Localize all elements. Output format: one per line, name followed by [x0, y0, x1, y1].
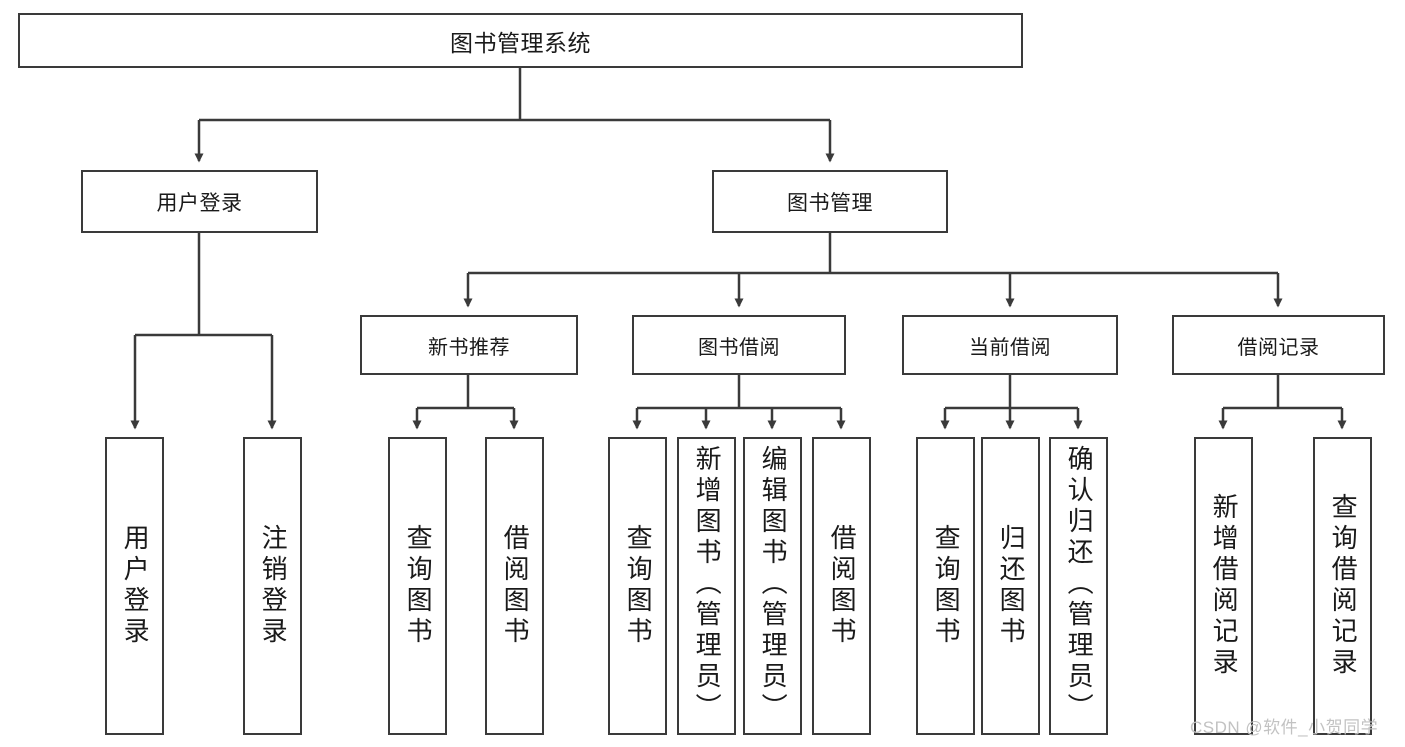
leaf-current-borrow-query[interactable]: 查询图书 [916, 437, 975, 735]
leaf-user-login-signout[interactable]: 注销登录 [243, 437, 302, 735]
node-borrow-record-label: 借阅记录 [1237, 336, 1320, 359]
leaf-book-borrow-edit[interactable]: 编辑图书（管理员） [743, 437, 802, 735]
leaf-current-borrow-query-label: 查询图书 [931, 524, 962, 648]
leaf-borrow-record-add[interactable]: 新增借阅记录 [1194, 437, 1253, 735]
node-book-management[interactable]: 图书管理 [712, 170, 948, 233]
node-new-book-recommend[interactable]: 新书推荐 [360, 315, 578, 375]
leaf-new-book-borrow[interactable]: 借阅图书 [485, 437, 544, 735]
leaf-book-borrow-borrow-label: 借阅图书 [827, 524, 858, 648]
node-book-management-label: 图书管理 [787, 191, 873, 215]
leaf-user-login-signout-label: 注销登录 [258, 524, 289, 648]
node-root-system[interactable]: 图书管理系统 [18, 13, 1023, 68]
leaf-borrow-record-query[interactable]: 查询借阅记录 [1313, 437, 1372, 735]
node-borrow-record[interactable]: 借阅记录 [1172, 315, 1385, 375]
leaf-current-borrow-confirm-label: 确认归还（管理员） [1064, 445, 1095, 724]
node-user-login-label: 用户登录 [156, 191, 243, 215]
leaf-new-book-borrow-label: 借阅图书 [500, 524, 531, 648]
node-current-borrow[interactable]: 当前借阅 [902, 315, 1118, 375]
node-current-borrow-label: 当前借阅 [969, 336, 1051, 359]
leaf-book-borrow-query-label: 查询图书 [623, 524, 654, 648]
leaf-borrow-record-add-label: 新增借阅记录 [1209, 493, 1240, 679]
leaf-current-borrow-confirm[interactable]: 确认归还（管理员） [1049, 437, 1108, 735]
leaf-borrow-record-query-label: 查询借阅记录 [1328, 493, 1359, 679]
leaf-user-login-signin[interactable]: 用户登录 [105, 437, 164, 735]
node-book-borrow[interactable]: 图书借阅 [632, 315, 846, 375]
node-new-book-recommend-label: 新书推荐 [428, 336, 510, 359]
node-book-borrow-label: 图书借阅 [698, 336, 780, 359]
leaf-current-borrow-return[interactable]: 归还图书 [981, 437, 1040, 735]
leaf-current-borrow-return-label: 归还图书 [996, 524, 1027, 648]
node-user-login[interactable]: 用户登录 [81, 170, 318, 233]
leaf-book-borrow-add[interactable]: 新增图书（管理员） [677, 437, 736, 735]
leaf-book-borrow-edit-label: 编辑图书（管理员） [758, 445, 789, 724]
leaf-book-borrow-add-label: 新增图书（管理员） [692, 445, 723, 724]
leaf-new-book-query-label: 查询图书 [403, 524, 434, 648]
csdn-watermark: CSDN @软件_小贺同学 [1190, 718, 1379, 737]
node-root-system-label: 图书管理系统 [450, 29, 591, 56]
leaf-book-borrow-query[interactable]: 查询图书 [608, 437, 667, 735]
leaf-new-book-query[interactable]: 查询图书 [388, 437, 447, 735]
leaf-book-borrow-borrow[interactable]: 借阅图书 [812, 437, 871, 735]
leaf-user-login-signin-label: 用户登录 [120, 524, 151, 648]
